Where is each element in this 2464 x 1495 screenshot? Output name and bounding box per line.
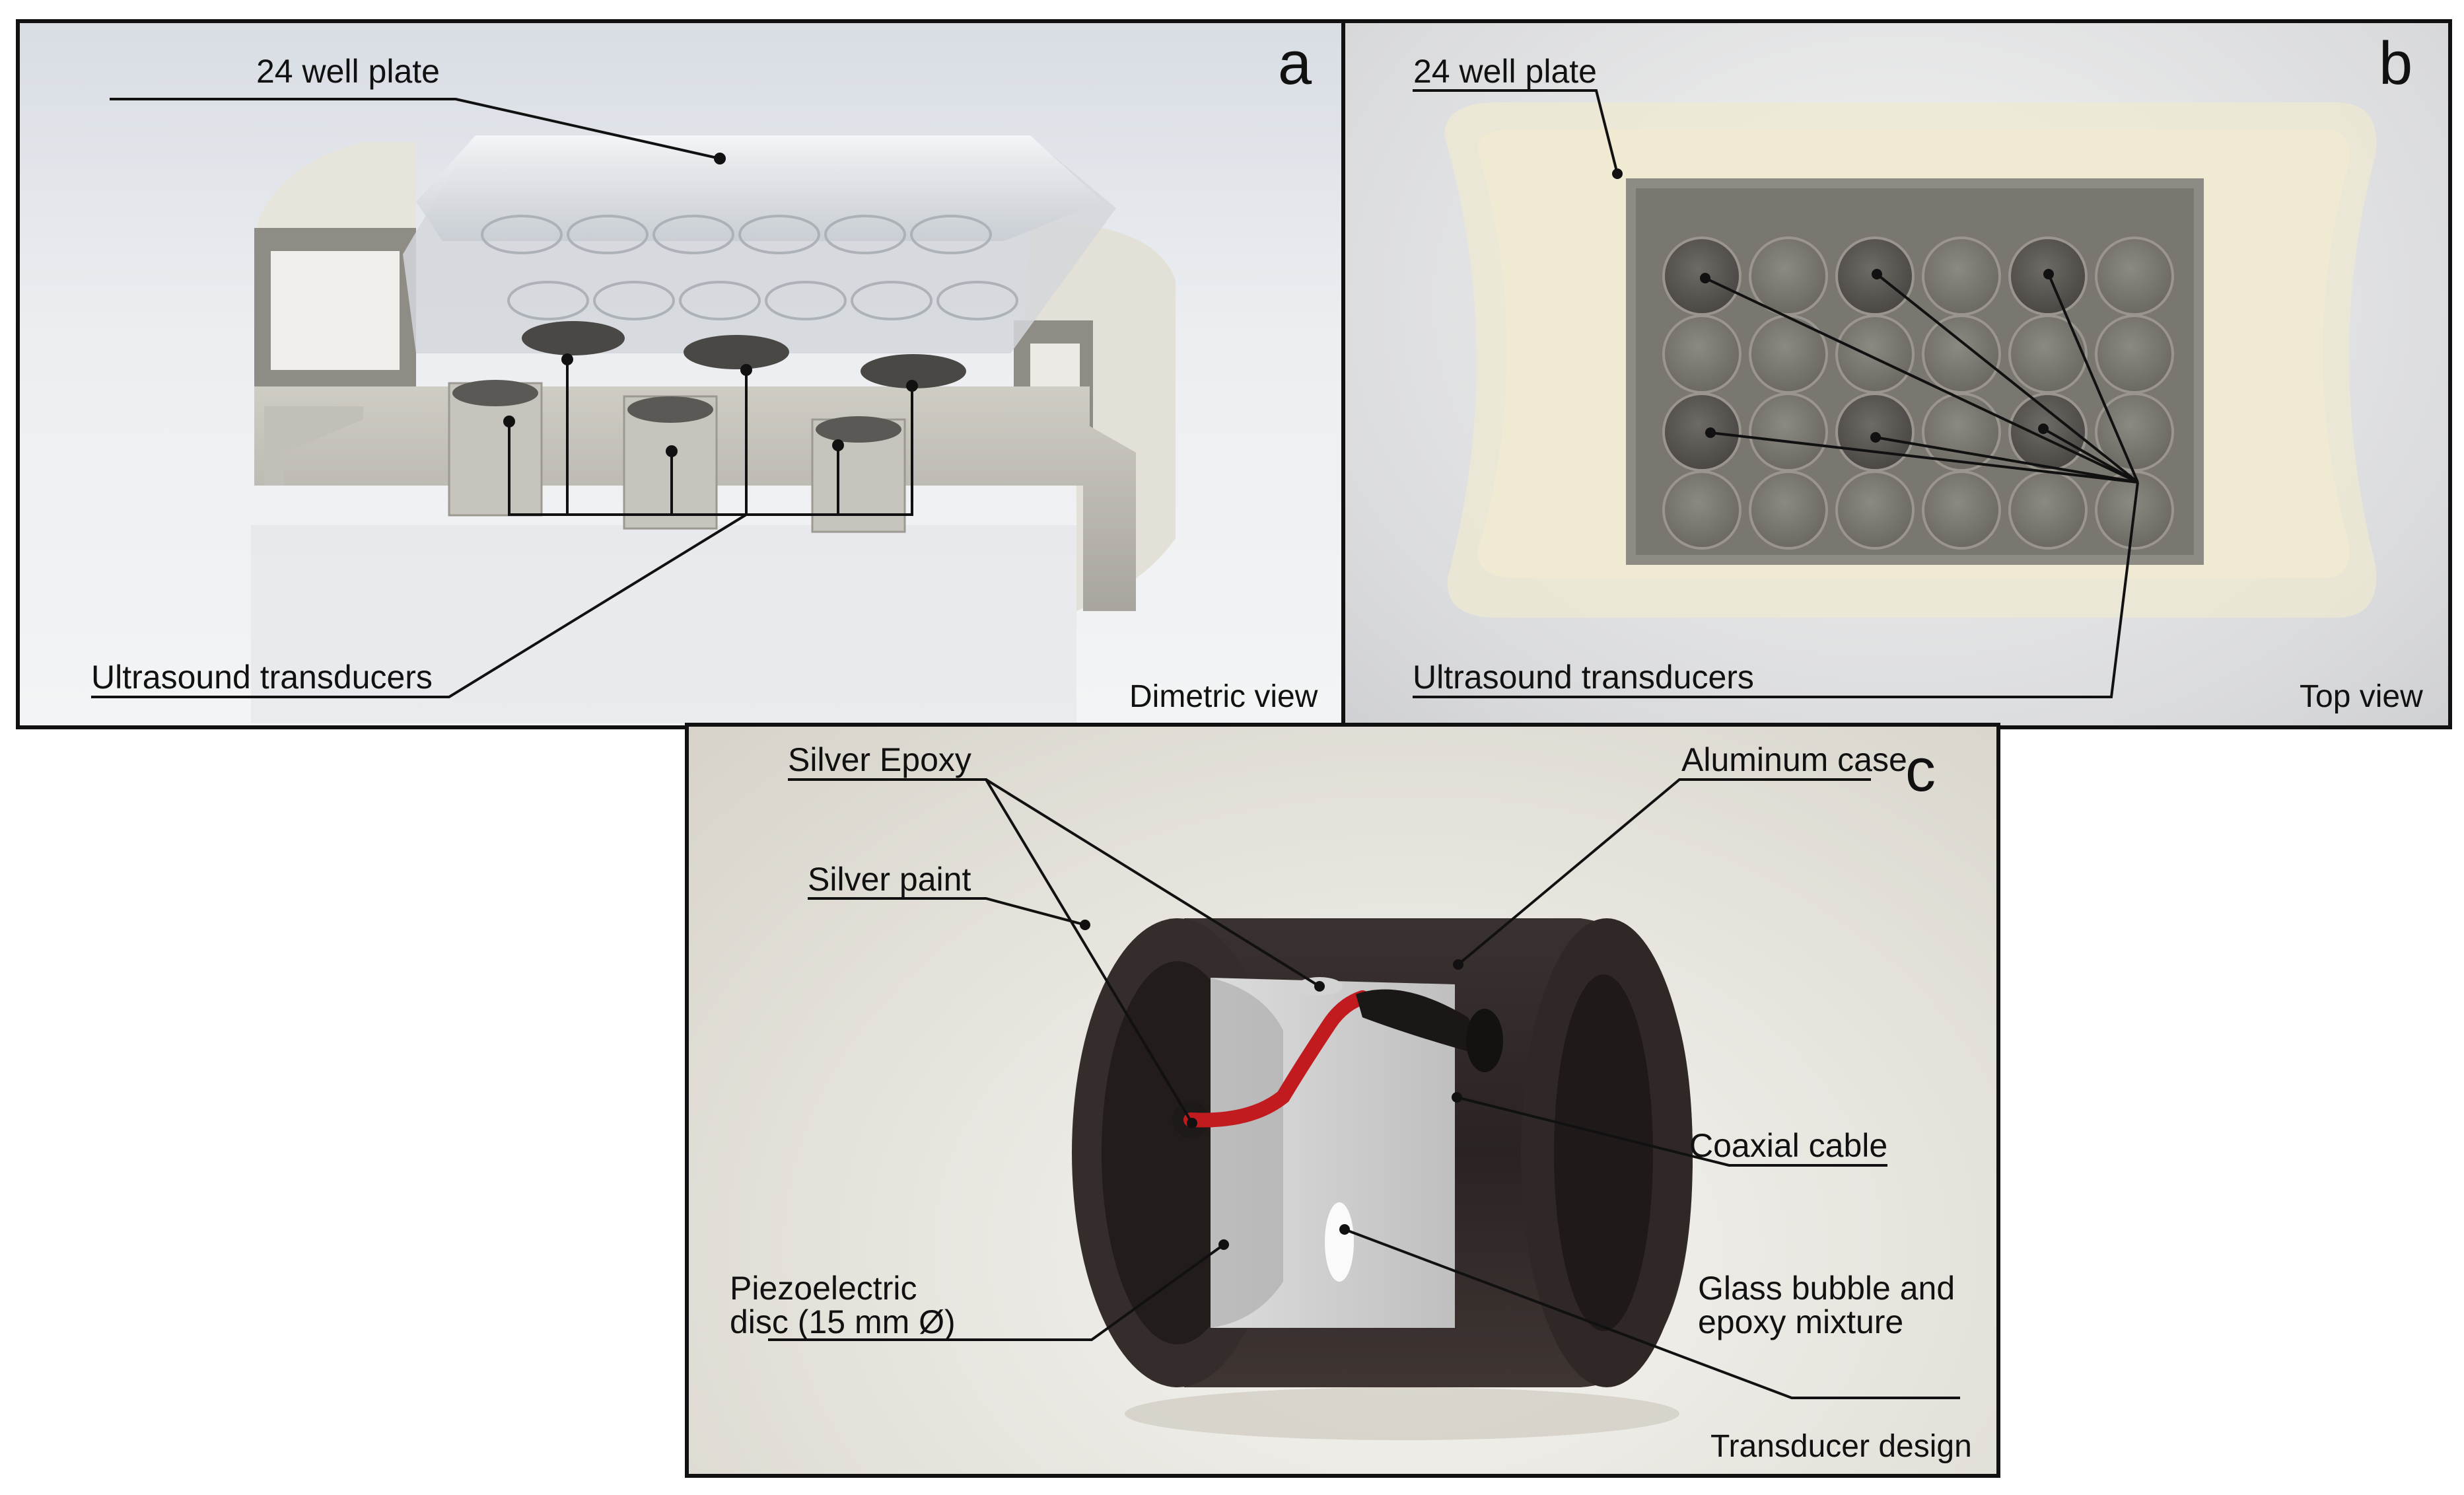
transducers-label-a: Ultrasound transducers <box>91 659 433 696</box>
well-1-2 <box>1749 237 1828 316</box>
aluminum-case-leader <box>1457 778 1871 966</box>
panel-c-transducer: Silver Epoxy Aluminum case Silver paint … <box>685 723 2000 1478</box>
transducer-render <box>768 778 1960 1440</box>
plate-label-b: 24 well plate <box>1413 53 1597 90</box>
dimetric-render <box>91 98 1176 723</box>
panel-letter-c: c <box>1905 737 1936 804</box>
panel-letter-a: a <box>1278 30 1312 97</box>
panel-letter-b: b <box>2379 30 2413 97</box>
top-view-render <box>1413 89 2377 698</box>
well-1-4 <box>1922 237 2001 316</box>
transducer-bracket-a <box>508 386 913 516</box>
panel-b-top: 24 well plate Ultrasound transducers b T… <box>1341 19 2452 729</box>
well-2-3 <box>1835 314 1915 394</box>
label-silver-epoxy: Silver Epoxy <box>788 741 971 778</box>
view-caption-c: Transducer design <box>1710 1429 1972 1464</box>
well-4-5 <box>2008 470 2088 550</box>
label-coaxial-cable: Coaxial cable <box>1689 1127 1888 1164</box>
panel-a-dimetric: 24 well plate Ultrasound transducers a D… <box>16 19 1349 729</box>
coaxial-cable-leader <box>1456 1096 1887 1167</box>
well-4-4 <box>1922 470 2001 550</box>
well-2-5 <box>2008 314 2088 394</box>
view-caption-a: Dimetric view <box>1129 679 1318 714</box>
label-aluminum-case: Aluminum case <box>1681 741 1907 778</box>
label-piezo-line1: Piezoelectric <box>730 1270 917 1307</box>
well-grid <box>1662 237 2174 550</box>
label-glass-line1: Glass bubble and <box>1698 1270 1955 1307</box>
label-glass-line2: epoxy mixture <box>1698 1303 1904 1340</box>
plate-leader-b <box>1413 89 1619 174</box>
well-3-3 <box>1835 392 1915 472</box>
view-caption-b: Top view <box>2300 679 2423 714</box>
transducers-label-b: Ultrasound transducers <box>1413 659 1754 696</box>
plate-leader-a <box>110 98 721 160</box>
label-piezo-line2: disc (15 mm Ø) <box>730 1303 956 1340</box>
well-4-2 <box>1749 470 1828 550</box>
glass-bubble-leader <box>1344 1228 1960 1399</box>
piezo-leader <box>768 1243 1225 1341</box>
well-2-2 <box>1749 314 1828 394</box>
well-2-6 <box>2095 314 2174 394</box>
well-2-1 <box>1662 314 1742 394</box>
well-1-6 <box>2095 237 2174 316</box>
transducer-leader-b <box>1413 482 2139 698</box>
silver-paint-leader <box>808 897 1086 926</box>
well-2-4 <box>1922 314 2001 394</box>
label-silver-paint: Silver paint <box>808 861 971 898</box>
well-3-1 <box>1662 392 1742 472</box>
transducer-leader-a <box>91 513 748 698</box>
well-4-3 <box>1835 470 1915 550</box>
plate-label-a: 24 well plate <box>256 53 440 90</box>
well-4-1 <box>1662 470 1742 550</box>
well-3-2 <box>1749 392 1828 472</box>
